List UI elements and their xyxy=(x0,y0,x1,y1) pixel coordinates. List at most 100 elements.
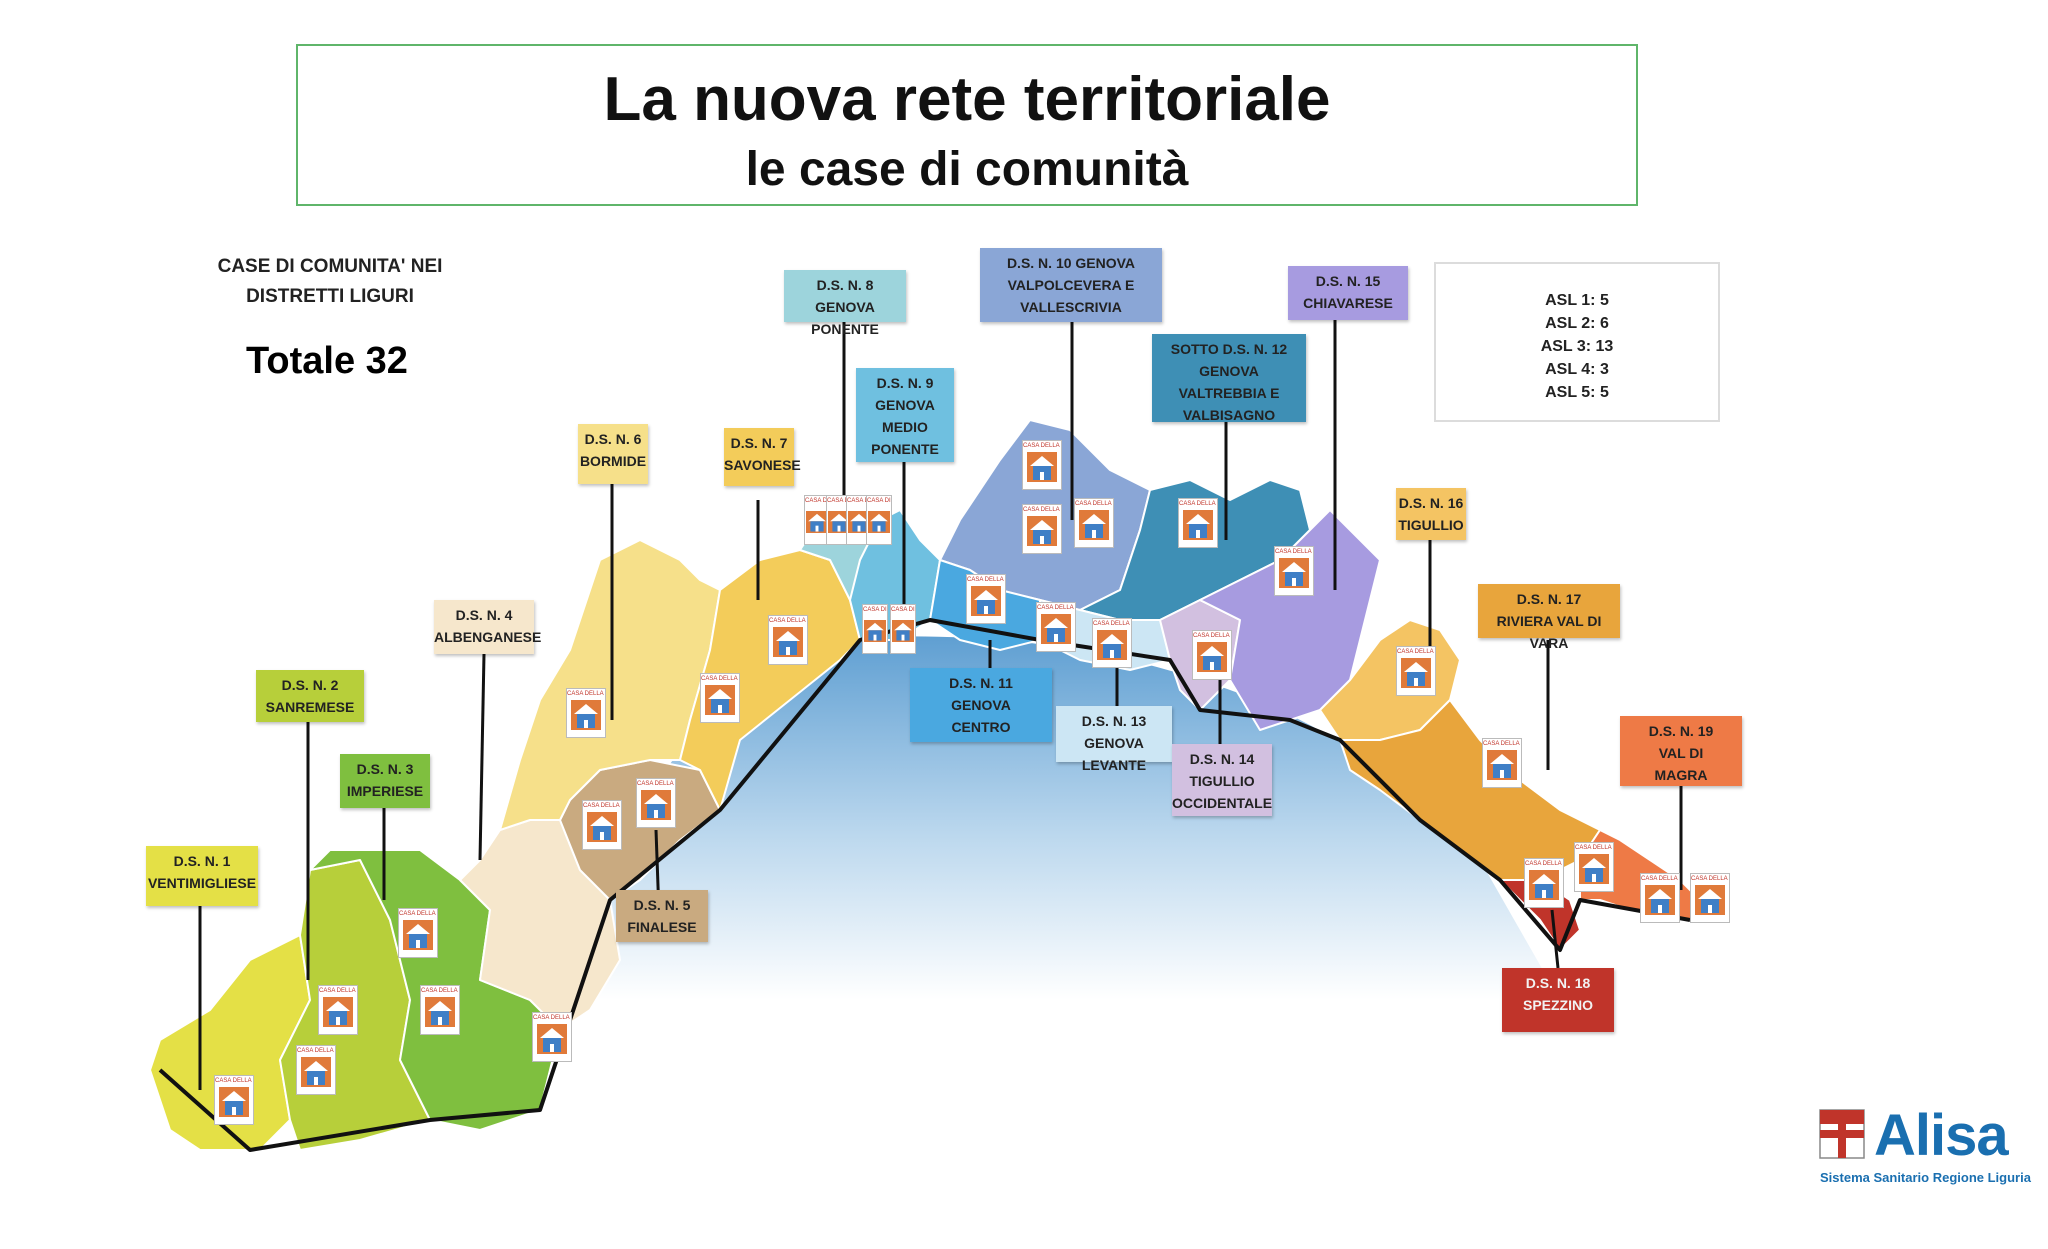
community-house-label: CASA DELLA COMUNITÀ xyxy=(533,1015,571,1021)
community-house-label: CASA DI COMUN xyxy=(891,607,915,613)
district-label-line: D.S. N. 1 xyxy=(173,853,231,869)
district-label-line: MEDIO xyxy=(882,419,928,435)
house-icon xyxy=(1401,658,1431,688)
district-label-line: SPEZZINO xyxy=(1522,997,1593,1013)
district-label-line: IMPERIESE xyxy=(346,783,424,799)
community-house-icon: CASA DELLA COMUNITÀ xyxy=(398,908,438,958)
house-icon xyxy=(773,627,803,657)
house-icon xyxy=(219,1087,249,1117)
house-icon xyxy=(828,511,850,533)
house-icon xyxy=(1183,510,1213,540)
community-house-label: CASA DELLA COMUNITÀ xyxy=(1641,876,1679,882)
title-box: La nuova rete territoriale le case di co… xyxy=(296,44,1638,206)
community-house-label: CASA DELLA COMUNITÀ xyxy=(1075,501,1113,507)
total-count: Totale 32 xyxy=(246,340,408,382)
community-house-label: CASA DI COMUN xyxy=(827,498,851,504)
district-label-ds5: D.S. N. 5 FINALESE xyxy=(616,890,708,942)
district-label-line: VALLESCRIVIA xyxy=(1020,299,1122,315)
district-label-ds15: D.S. N. 15 CHIAVARESE xyxy=(1288,266,1408,320)
house-icon xyxy=(537,1024,567,1054)
community-house-icon: CASA DELLA COMUNITÀ xyxy=(1022,440,1062,490)
community-house-icon: CASA DELLA COMUNITÀ xyxy=(1274,546,1314,596)
community-house-label: CASA DELLA COMUNITÀ xyxy=(215,1078,253,1084)
district-label-line: VAL DI xyxy=(1658,745,1704,761)
district-label-line: D.S. N. 5 xyxy=(633,897,691,913)
district-label-line: D.S. N. 4 xyxy=(455,607,513,623)
community-house-icon: CASA DELLA COMUNITÀ xyxy=(1192,630,1232,680)
district-label-line: TIGULLIO xyxy=(1189,773,1255,789)
community-house-icon: CASA DELLA COMUNITÀ xyxy=(1074,498,1114,548)
house-icon xyxy=(1579,854,1609,884)
community-house-icon: CASA DI COMUN xyxy=(804,495,830,545)
district-label-line: GENOVA LEVANTE xyxy=(1081,735,1147,773)
asl-summary-box: ASL 1: 5 ASL 2: 6 ASL 3: 13 ASL 4: 3 ASL… xyxy=(1434,262,1720,422)
district-label-line: D.S. N. 16 xyxy=(1398,495,1464,511)
district-label-line: FINALESE xyxy=(627,919,697,935)
community-house-label: CASA DELLA COMUNITÀ xyxy=(1397,649,1435,655)
district-label-line: D.S. N. 14 xyxy=(1189,751,1255,767)
community-house-label: CASA DI COMUN xyxy=(863,607,887,613)
district-label-line: D.S. N. 2 xyxy=(281,677,339,693)
asl-line: ASL 1: 5 xyxy=(1545,292,1609,309)
community-house-icon: CASA DELLA COMUNITÀ xyxy=(532,1012,572,1062)
house-icon xyxy=(425,997,455,1027)
house-icon xyxy=(1487,750,1517,780)
community-house-icon: CASA DELLA COMUNITÀ xyxy=(420,985,460,1035)
district-label-ds8: D.S. N. 8 GENOVA PONENTE xyxy=(784,270,906,337)
district-label-ds18: D.S. N. 18 SPEZZINO xyxy=(1502,968,1614,1032)
house-icon xyxy=(864,620,886,642)
district-label-line: SOTTO D.S. N. 12 xyxy=(1170,341,1288,357)
district-label-line: D.S. N. 6 xyxy=(584,431,642,447)
house-icon xyxy=(587,812,617,842)
map-intro-line2: DISTRETTI LIGURI xyxy=(246,286,414,307)
district-label-line: GENOVA xyxy=(875,397,935,413)
community-house-label: CASA DELLA COMUNITÀ xyxy=(1525,861,1563,867)
community-house-label: CASA DELLA COMUNITÀ xyxy=(1691,876,1729,882)
community-house-icon: CASA DELLA COMUNITÀ xyxy=(1524,858,1564,908)
district-label-line: GENOVA xyxy=(1199,363,1259,379)
community-house-icon: CASA DI COMUN xyxy=(890,604,916,654)
community-house-label: CASA DELLA COMUNITÀ xyxy=(319,988,357,994)
house-icon xyxy=(301,1057,331,1087)
community-house-icon: CASA DELLA COMUNITÀ xyxy=(296,1045,336,1095)
district-label-line: RIVIERA VAL DI VARA xyxy=(1496,613,1602,651)
community-house-label: CASA DI COMUN xyxy=(867,498,891,504)
house-icon xyxy=(641,790,671,820)
district-label-line: CHIAVARESE xyxy=(1303,295,1393,311)
community-house-label: CASA DELLA COMUNITÀ xyxy=(1275,549,1313,555)
house-icon xyxy=(892,620,914,642)
district-label-line: D.S. N. 3 xyxy=(356,761,414,777)
community-house-label: CASA DELLA COMUNITÀ xyxy=(1575,845,1613,851)
house-icon xyxy=(1695,885,1725,915)
district-label-line: D.S. N. 7 xyxy=(730,435,788,451)
house-icon xyxy=(403,920,433,950)
community-house-icon: CASA DELLA COMUNITÀ xyxy=(214,1075,254,1125)
logo-name: Alisa xyxy=(1874,1103,2009,1168)
district-label-line: ALBENGANESE xyxy=(434,629,542,645)
community-house-icon: CASA DELLA COMUNITÀ xyxy=(1690,873,1730,923)
house-icon xyxy=(848,511,870,533)
district-label-line: MAGRA xyxy=(1654,767,1708,783)
community-house-icon: CASA DELLA COMUNITÀ xyxy=(1036,602,1076,652)
district-label-line: VENTIMIGLIESE xyxy=(147,875,257,891)
page-title: La nuova rete territoriale xyxy=(603,65,1331,134)
district-label-line: SANREMESE xyxy=(265,699,355,715)
community-house-label: CASA DELLA COMUNITÀ xyxy=(1483,741,1521,747)
district-label-line: D.S. N. 15 xyxy=(1315,273,1381,289)
community-house-icon: CASA DELLA COMUNITÀ xyxy=(1092,618,1132,668)
house-icon xyxy=(1027,452,1057,482)
house-icon xyxy=(1079,510,1109,540)
community-house-label: CASA DELLA COMUNITÀ xyxy=(567,691,605,697)
district-label-line: D.S. N. 18 xyxy=(1525,975,1591,991)
asl-line: ASL 5: 5 xyxy=(1545,384,1609,401)
district-label-line: D.S. N. 8 xyxy=(816,277,874,293)
community-house-label: CASA DELLA COMUNITÀ xyxy=(637,781,675,787)
district-label-line: GENOVA PONENTE xyxy=(811,299,879,337)
district-label-ds3: D.S. N. 3 IMPERIESE xyxy=(340,754,430,808)
